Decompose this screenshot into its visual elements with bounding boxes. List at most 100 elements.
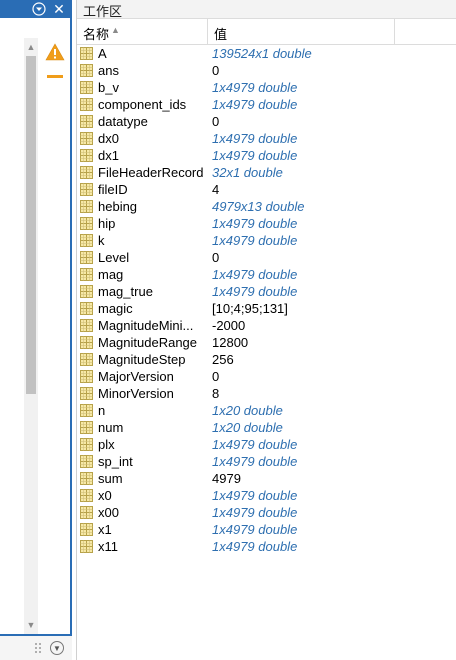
variable-value: 1x4979 double	[212, 148, 298, 163]
variable-name: k	[98, 233, 105, 248]
column-header-value[interactable]: 值	[208, 19, 395, 44]
variable-name: fileID	[98, 182, 128, 197]
variable-name: A	[98, 46, 107, 61]
footer-menu-icon[interactable]: ▼	[50, 641, 64, 655]
matrix-variable-icon	[80, 98, 93, 111]
matrix-variable-icon	[80, 370, 93, 383]
variable-value: 139524x1 double	[212, 46, 312, 61]
panel-menu-icon[interactable]	[32, 2, 46, 16]
variable-value: 0	[212, 250, 220, 265]
sort-ascending-icon[interactable]: ▲	[111, 25, 120, 35]
variable-name: Level	[98, 250, 130, 265]
matrix-variable-icon	[80, 234, 93, 247]
variable-value: 4979	[212, 471, 241, 486]
variable-row[interactable]: mag_true 1x4979 double	[77, 283, 456, 300]
matrix-variable-icon	[80, 217, 93, 230]
variable-row[interactable]: dx1 1x4979 double	[77, 147, 456, 164]
variable-value: 1x4979 double	[212, 284, 298, 299]
resize-grip-icon[interactable]	[34, 642, 42, 654]
variable-name: MagnitudeMini...	[98, 318, 194, 333]
variable-name: plx	[98, 437, 115, 452]
column-header-name-label: 名称	[83, 27, 110, 42]
scroll-down-arrow-icon[interactable]: ▼	[26, 620, 36, 630]
close-icon[interactable]: ✕	[53, 1, 65, 17]
editor-scrollbar-thumb[interactable]	[26, 56, 36, 394]
workspace-titlebar: 工作区	[77, 0, 456, 19]
scroll-up-arrow-icon[interactable]: ▲	[26, 42, 36, 52]
variable-name: MagnitudeStep	[98, 352, 186, 367]
variable-name: component_ids	[98, 97, 187, 112]
variable-name: x00	[98, 505, 119, 520]
variable-name: magic	[98, 301, 133, 316]
matrix-variable-icon	[80, 64, 93, 77]
matrix-variable-icon	[80, 336, 93, 349]
matrix-variable-icon	[80, 421, 93, 434]
variable-value: 1x20 double	[212, 420, 283, 435]
variable-row[interactable]: MagnitudeMini... -2000	[77, 317, 456, 334]
variable-value: [10;4;95;131]	[212, 301, 288, 316]
variable-value: 1x4979 double	[212, 488, 298, 503]
variable-name: datatype	[98, 114, 148, 129]
variable-row[interactable]: Level 0	[77, 249, 456, 266]
variable-name: hebing	[98, 199, 138, 214]
editor-titlebar: ✕	[0, 0, 72, 18]
matrix-variable-icon	[80, 251, 93, 264]
variable-row[interactable]: k 1x4979 double	[77, 232, 456, 249]
variable-row[interactable]: x00 1x4979 double	[77, 504, 456, 521]
matrix-variable-icon	[80, 115, 93, 128]
variable-name: x11	[98, 539, 118, 554]
matrix-variable-icon	[80, 268, 93, 281]
matrix-variable-icon	[80, 132, 93, 145]
variable-value: -2000	[212, 318, 246, 333]
active-panel-border	[70, 18, 72, 636]
variable-name: MagnitudeRange	[98, 335, 198, 350]
warning-icon[interactable]	[45, 43, 65, 61]
column-header-name[interactable]: 名称 ▲	[77, 19, 208, 44]
variable-value: 1x4979 double	[212, 216, 298, 231]
matrix-variable-icon	[80, 523, 93, 536]
variable-name: mag_true	[98, 284, 153, 299]
variable-row[interactable]: A 139524x1 double	[77, 45, 456, 62]
matrix-variable-icon	[80, 404, 93, 417]
matrix-variable-icon	[80, 81, 93, 94]
workspace-title: 工作区	[83, 4, 123, 19]
matrix-variable-icon	[80, 149, 93, 162]
variable-name: dx1	[98, 148, 119, 163]
variable-name: x1	[98, 522, 112, 537]
variable-value: 1x4979 double	[212, 505, 298, 520]
variable-row[interactable]: magic [10;4;95;131]	[77, 300, 456, 317]
variable-value: 8	[212, 386, 220, 401]
variable-value: 1x4979 double	[212, 454, 298, 469]
variable-value: 1x4979 double	[212, 233, 298, 248]
editor-footer: ▼	[0, 636, 72, 660]
warning-marker[interactable]	[47, 75, 63, 78]
workspace-column-header: 名称 ▲ 值	[77, 19, 456, 45]
variable-row[interactable]: component_ids 1x4979 double	[77, 96, 456, 113]
variable-value: 1x20 double	[212, 403, 283, 418]
matrix-variable-icon	[80, 506, 93, 519]
variable-value: 1x4979 double	[212, 97, 298, 112]
